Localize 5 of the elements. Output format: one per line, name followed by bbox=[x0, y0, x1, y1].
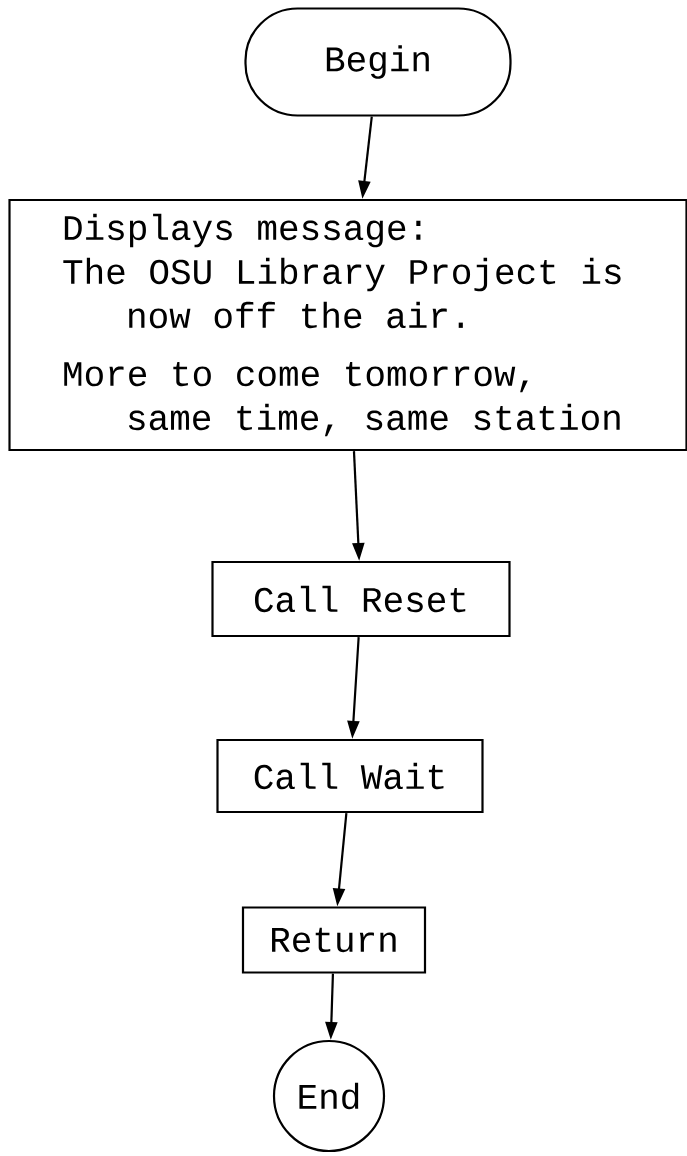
terminal-box: Begin bbox=[244, 7, 512, 117]
process-box: Return bbox=[241, 906, 427, 974]
process-box: Call Wait bbox=[216, 738, 484, 814]
process-box: Call Reset bbox=[211, 560, 511, 638]
process-box: Displays message: The OSU Library Project is now off the air. More to come tomorrow, same time, same station bbox=[8, 198, 687, 452]
